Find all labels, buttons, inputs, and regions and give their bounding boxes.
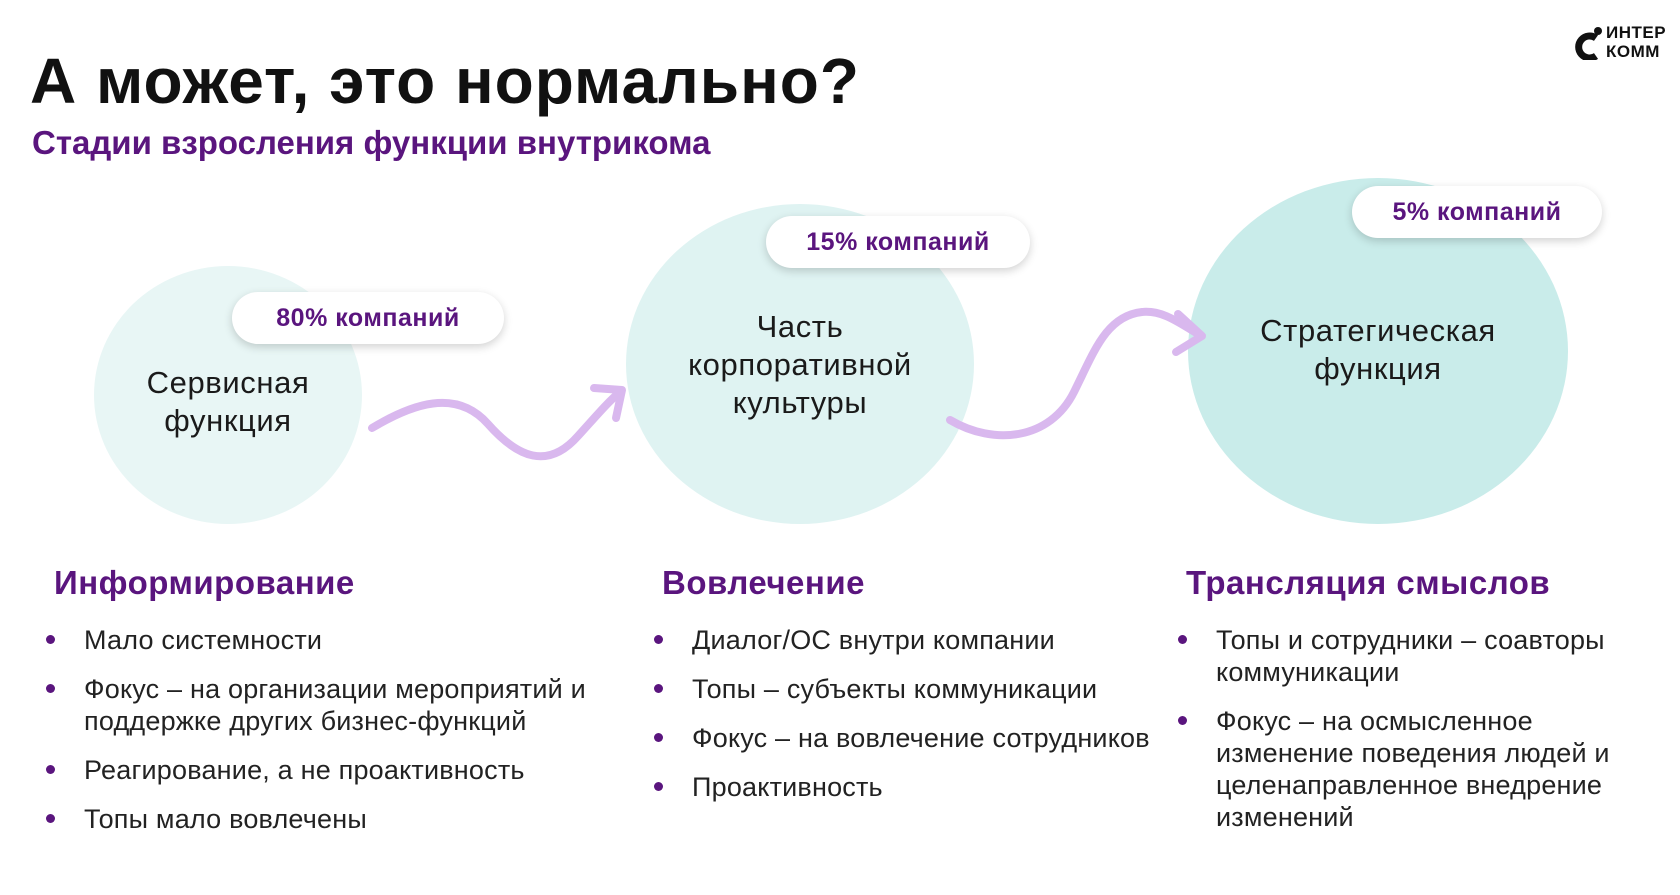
- bullet-text: Фокус – на вовлечение сотрудников: [692, 723, 1150, 753]
- bullet-dot-icon: [46, 814, 55, 823]
- column-heading: Информирование: [54, 564, 355, 601]
- bullet-item: Фокус – на осмысленное изменение поведен…: [1176, 705, 1676, 833]
- bullet-item: Мало системности: [44, 624, 604, 656]
- stage-label-line: Часть: [756, 309, 844, 344]
- stage-label-line: Сервисная: [146, 365, 310, 400]
- bullet-item: Реагирование, а не проактивность: [44, 754, 604, 786]
- stage-label-line: Стратегическая: [1260, 313, 1496, 348]
- stage-share-badge: 80% компаний: [232, 292, 504, 344]
- page-title: А может, это нормально?: [30, 45, 860, 117]
- company-logo: ИНТЕР КОММ: [1572, 4, 1676, 64]
- stage-label-strategic: Стратегическая функция: [1210, 312, 1546, 388]
- bullet-text: Топы мало вовлечены: [84, 804, 367, 834]
- column-informing: Информирование Мало системности Фокус – …: [44, 564, 604, 852]
- column-meaning-translation: Трансляция смыслов Топы и сотрудники – с…: [1176, 564, 1676, 850]
- bullet-dot-icon: [46, 635, 55, 644]
- bullet-item: Фокус – на организации мероприятий и под…: [44, 673, 604, 737]
- stage-label-service: Сервисная функция: [108, 364, 348, 440]
- logo-text-line2: КОММ: [1606, 42, 1660, 61]
- bullet-item: Топы и сотрудники – соавторы коммуникаци…: [1176, 624, 1676, 688]
- arrow-stage2-to-stage3-icon: [946, 307, 1206, 440]
- bullet-dot-icon: [654, 635, 663, 644]
- bullet-item: Фокус – на вовлечение сотрудников: [652, 722, 1172, 754]
- bullet-dot-icon: [46, 684, 55, 693]
- bullet-text: Мало системности: [84, 625, 323, 655]
- bullet-dot-icon: [1178, 716, 1187, 725]
- bullet-list: Диалог/ОС внутри компании Топы – субъект…: [652, 624, 1172, 803]
- bullet-item: Топы мало вовлечены: [44, 803, 604, 835]
- stage-label-line: культуры: [732, 385, 868, 420]
- bullet-text: Проактивность: [692, 772, 883, 802]
- page-subtitle: Стадии взросления функции внутрикома: [32, 124, 711, 161]
- bullet-text: Топы и сотрудники – соавторы коммуникаци…: [1216, 625, 1605, 687]
- logo-mark-icon: [1575, 27, 1602, 60]
- bullet-list: Топы и сотрудники – соавторы коммуникаци…: [1176, 624, 1676, 833]
- bullet-dot-icon: [1178, 635, 1187, 644]
- bullet-item: Топы – субъекты коммуникации: [652, 673, 1172, 705]
- stage-label-culture: Часть корпоративной культуры: [644, 308, 956, 422]
- bullet-text: Фокус – на осмысленное изменение поведен…: [1216, 706, 1610, 832]
- bullet-dot-icon: [654, 782, 663, 791]
- stage-share-badge: 15% компаний: [766, 216, 1030, 268]
- bullet-item: Проактивность: [652, 771, 1172, 803]
- bullet-dot-icon: [46, 765, 55, 774]
- stage-label-line: функция: [1314, 351, 1442, 386]
- stage-share-badge: 5% компаний: [1352, 186, 1602, 238]
- column-heading: Вовлечение: [662, 564, 865, 601]
- bullet-text: Диалог/ОС внутри компании: [692, 625, 1055, 655]
- bullet-item: Диалог/ОС внутри компании: [652, 624, 1172, 656]
- bullet-dot-icon: [654, 733, 663, 742]
- bullet-list: Мало системности Фокус – на организации …: [44, 624, 604, 835]
- stage-label-line: корпоративной: [688, 347, 912, 382]
- bullet-dot-icon: [654, 684, 663, 693]
- arrow-stage1-to-stage2-icon: [368, 384, 626, 461]
- column-engagement: Вовлечение Диалог/ОС внутри компании Топ…: [652, 564, 1172, 820]
- stage-label-line: функция: [164, 403, 292, 438]
- bullet-text: Топы – субъекты коммуникации: [692, 674, 1098, 704]
- bullet-text: Фокус – на организации мероприятий и под…: [84, 674, 586, 736]
- bullet-text: Реагирование, а не проактивность: [84, 755, 525, 785]
- column-heading: Трансляция смыслов: [1186, 564, 1551, 601]
- logo-text-line1: ИНТЕР: [1606, 23, 1667, 42]
